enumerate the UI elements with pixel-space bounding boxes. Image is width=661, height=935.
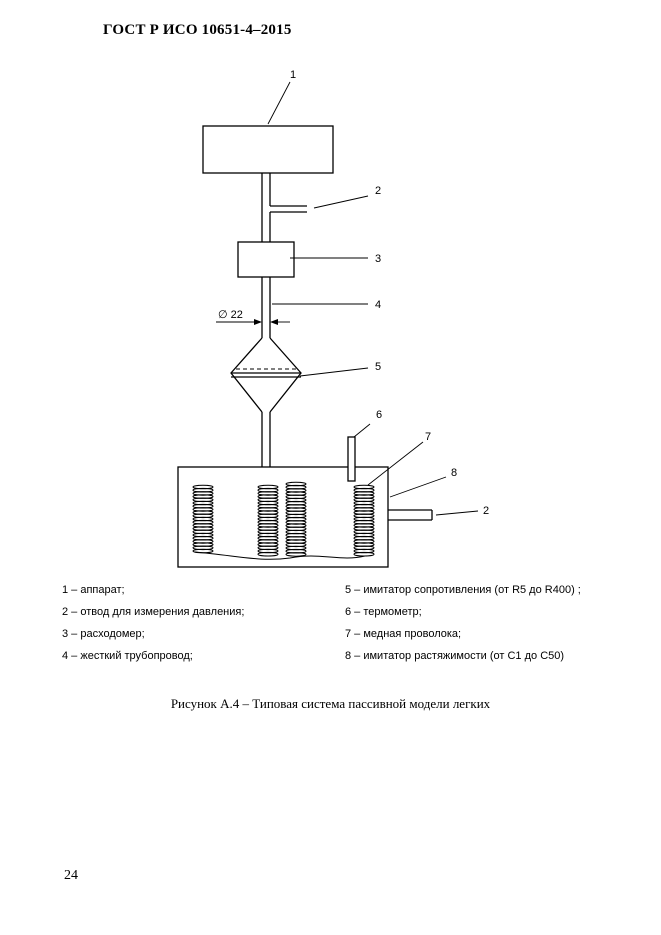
callout-8: 8 [451, 467, 457, 479]
callout-7: 7 [425, 431, 431, 443]
legend-item: 5 – имитатор сопротивления (от R5 до R40… [345, 584, 581, 596]
document-header: ГОСТ Р ИСО 10651-4–2015 [103, 22, 292, 38]
flowmeter-box [237, 241, 295, 278]
legend-right: 5 – имитатор сопротивления (от R5 до R40… [345, 584, 581, 672]
legend-item: 3 – расходомер; [62, 628, 145, 640]
callout-5: 5 [375, 361, 381, 373]
callout-3: 3 [375, 253, 381, 265]
lung-model-diagram: 1 2 3 4 5 6 7 8 2 ∅ 22 [177, 69, 489, 568]
callout-2-upper: 2 [375, 185, 381, 197]
legend-left: 1 – аппарат; 2 – отвод для измерения дав… [62, 584, 244, 672]
legend-item: 7 – медная проволока; [345, 628, 462, 640]
legend-item: 2 – отвод для измерения давления; [62, 606, 245, 618]
legend-item: 4 – жесткий трубопровод; [62, 650, 193, 662]
figure-caption: Рисунок А.4 – Типовая система пассивной … [170, 696, 491, 711]
diameter-label: ∅ 22 [218, 309, 243, 321]
callout-4: 4 [375, 299, 381, 311]
copper-wire [194, 551, 366, 560]
copper-wire-coils [192, 481, 375, 557]
thermometer [347, 436, 356, 482]
callout-2-lower: 2 [483, 505, 489, 517]
callout-6: 6 [376, 409, 382, 421]
legend-item: 6 – термометр; [345, 606, 422, 618]
page-number: 24 [64, 868, 78, 883]
apparatus-box [202, 125, 334, 174]
callout-1: 1 [290, 69, 296, 81]
resistance-simulator [230, 337, 302, 413]
legend-item: 1 – аппарат; [62, 584, 125, 596]
compliance-tank [177, 466, 389, 568]
legend-item: 8 – имитатор растяжимости (от С1 до С50) [345, 650, 565, 662]
